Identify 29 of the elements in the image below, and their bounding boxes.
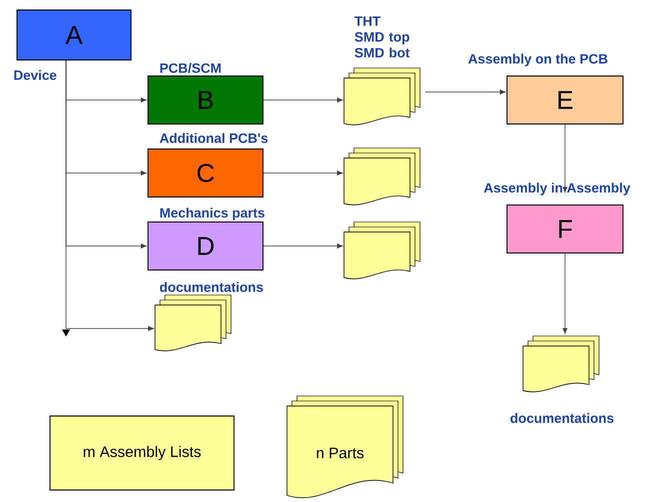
document-stack xyxy=(344,148,420,206)
node-caption: PCB/SCM xyxy=(160,62,221,74)
process-box: B xyxy=(148,76,264,124)
arrow xyxy=(62,60,154,336)
document-stack xyxy=(522,336,600,392)
process-box: E xyxy=(506,76,624,124)
node-caption: THT SMD top SMD bot xyxy=(354,16,410,58)
process-box: C xyxy=(148,148,264,198)
process-box: F xyxy=(506,204,624,254)
arrow xyxy=(562,124,568,193)
node-caption: Assembly on the PCB xyxy=(468,54,608,66)
arrow xyxy=(263,244,343,248)
document-stack xyxy=(344,68,420,126)
document-stack xyxy=(344,222,420,280)
node-caption: Additional PCB's xyxy=(160,133,268,143)
arrow xyxy=(263,98,343,102)
process-box: D xyxy=(148,222,264,270)
process-box: A xyxy=(16,10,132,60)
node-caption: Mechanics parts xyxy=(160,208,264,220)
document-stack: n Parts xyxy=(286,396,404,498)
document-stack xyxy=(154,294,232,352)
arrow xyxy=(263,170,343,176)
node-caption: Assembly in Assembly xyxy=(484,182,630,196)
arrow xyxy=(562,253,568,334)
node-caption: documentations xyxy=(160,282,263,292)
node-caption: documentations xyxy=(510,413,614,423)
node-caption: Device xyxy=(14,70,56,80)
arrow xyxy=(424,90,506,94)
list-box: m Assembly Lists xyxy=(50,416,234,490)
